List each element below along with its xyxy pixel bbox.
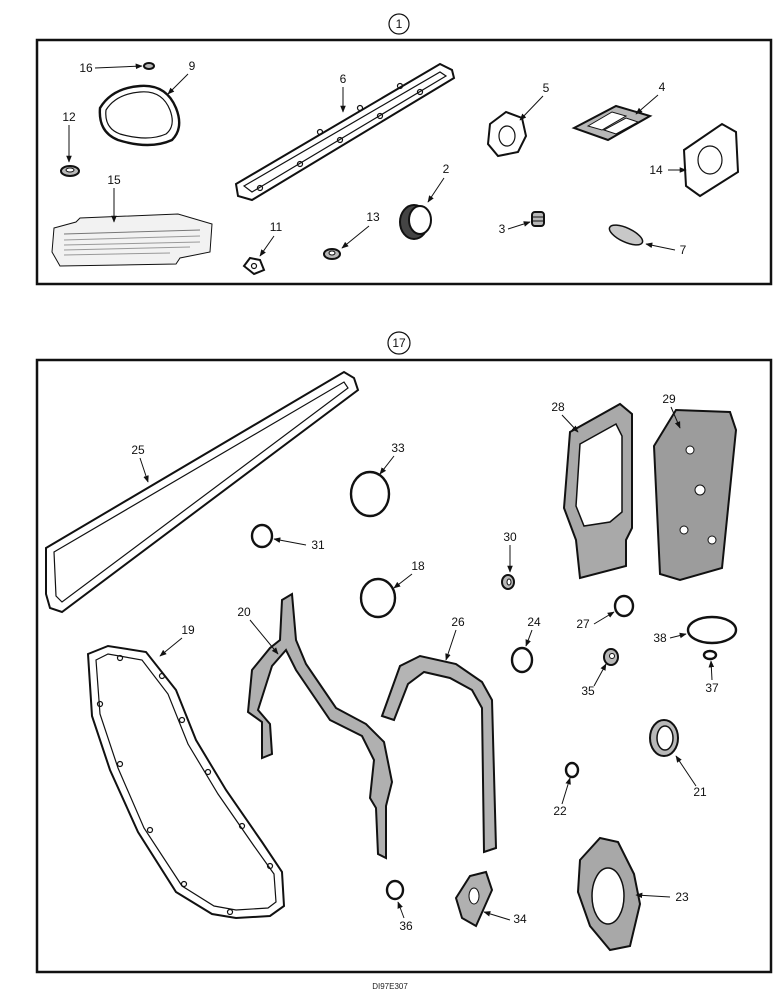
part-35-plug bbox=[603, 648, 619, 666]
part-23-gasket bbox=[576, 836, 642, 952]
part-29-gasket bbox=[652, 408, 738, 582]
callout-11: 11 bbox=[270, 220, 283, 234]
part-4-gasket bbox=[571, 104, 653, 142]
callout-35: 35 bbox=[581, 684, 595, 698]
part-22-o-ring bbox=[564, 761, 580, 779]
callout-33: 33 bbox=[391, 441, 405, 455]
callout-13: 13 bbox=[366, 210, 380, 224]
callout-19: 19 bbox=[181, 623, 195, 637]
kit-17-header: 17 bbox=[387, 331, 411, 355]
callout-25: 25 bbox=[131, 443, 145, 457]
callout-21: 21 bbox=[693, 785, 707, 799]
callout-15: 15 bbox=[107, 173, 121, 187]
part-27-o-ring bbox=[613, 594, 635, 618]
part-24-o-ring bbox=[510, 646, 534, 674]
part-31-o-ring bbox=[250, 523, 274, 549]
part-28-gasket bbox=[562, 402, 633, 580]
part-15-instruction-sheet bbox=[51, 213, 213, 267]
kit-1-frame bbox=[35, 38, 773, 286]
part-38-o-ring bbox=[686, 615, 738, 645]
callout-5: 5 bbox=[543, 81, 550, 95]
callout-27: 27 bbox=[576, 617, 590, 631]
callout-9: 9 bbox=[189, 59, 196, 73]
callout-34: 34 bbox=[513, 912, 527, 926]
callout-30: 30 bbox=[503, 530, 517, 544]
callout-31: 31 bbox=[311, 538, 325, 552]
part-19-gasket bbox=[86, 644, 286, 920]
callout-24: 24 bbox=[527, 615, 541, 629]
part-2-seal bbox=[399, 204, 432, 240]
part-6-gasket bbox=[234, 62, 456, 202]
part-34-gasket bbox=[454, 870, 494, 928]
kit-17-callouts: 25 33 31 18 30 28 29 27 38 37 24 35 21 2… bbox=[131, 392, 719, 933]
kit-1-callouts: 16 9 12 15 6 5 4 14 2 3 7 13 11 bbox=[62, 59, 687, 257]
part-14-gasket bbox=[682, 122, 740, 198]
callout-18: 18 bbox=[411, 559, 425, 573]
callout-16: 16 bbox=[79, 61, 93, 75]
part-37-o-ring bbox=[702, 649, 718, 661]
callout-7: 7 bbox=[680, 243, 687, 257]
callout-6: 6 bbox=[340, 72, 347, 86]
part-33-o-ring bbox=[349, 470, 391, 518]
callout-12: 12 bbox=[62, 110, 76, 124]
part-25-gasket bbox=[45, 370, 360, 614]
callout-23: 23 bbox=[675, 890, 689, 904]
callout-4: 4 bbox=[659, 80, 666, 94]
part-30-washer bbox=[501, 574, 515, 590]
part-5-gasket bbox=[486, 110, 528, 158]
part-26-gasket bbox=[380, 654, 498, 854]
part-18-seal bbox=[359, 577, 397, 619]
part-12-seal bbox=[60, 165, 80, 177]
callout-22: 22 bbox=[553, 804, 567, 818]
callout-2: 2 bbox=[443, 162, 450, 176]
callout-29: 29 bbox=[662, 392, 676, 406]
kit-17-frame bbox=[35, 358, 773, 974]
callout-37: 37 bbox=[705, 681, 719, 695]
part-20-gasket bbox=[246, 592, 394, 860]
callout-26: 26 bbox=[451, 615, 465, 629]
kit-1-number: 1 bbox=[396, 17, 403, 31]
part-16-plug bbox=[143, 62, 155, 70]
kit-1-header: 1 bbox=[388, 13, 410, 35]
drawing-code: DI97E307 bbox=[372, 982, 408, 991]
callout-20: 20 bbox=[237, 605, 251, 619]
part-21-seal bbox=[649, 719, 679, 757]
callout-28: 28 bbox=[551, 400, 565, 414]
callout-36: 36 bbox=[399, 919, 413, 933]
callout-14: 14 bbox=[649, 163, 663, 177]
part-13-washer bbox=[323, 248, 341, 260]
kit-17-number: 17 bbox=[392, 336, 406, 350]
part-11-gasket bbox=[242, 256, 266, 276]
part-7-gasket bbox=[608, 224, 644, 246]
part-36-o-ring bbox=[385, 879, 405, 901]
callout-38: 38 bbox=[653, 631, 667, 645]
part-3-grommet bbox=[531, 211, 545, 227]
part-9-seal bbox=[98, 84, 181, 147]
callout-3: 3 bbox=[499, 222, 506, 236]
